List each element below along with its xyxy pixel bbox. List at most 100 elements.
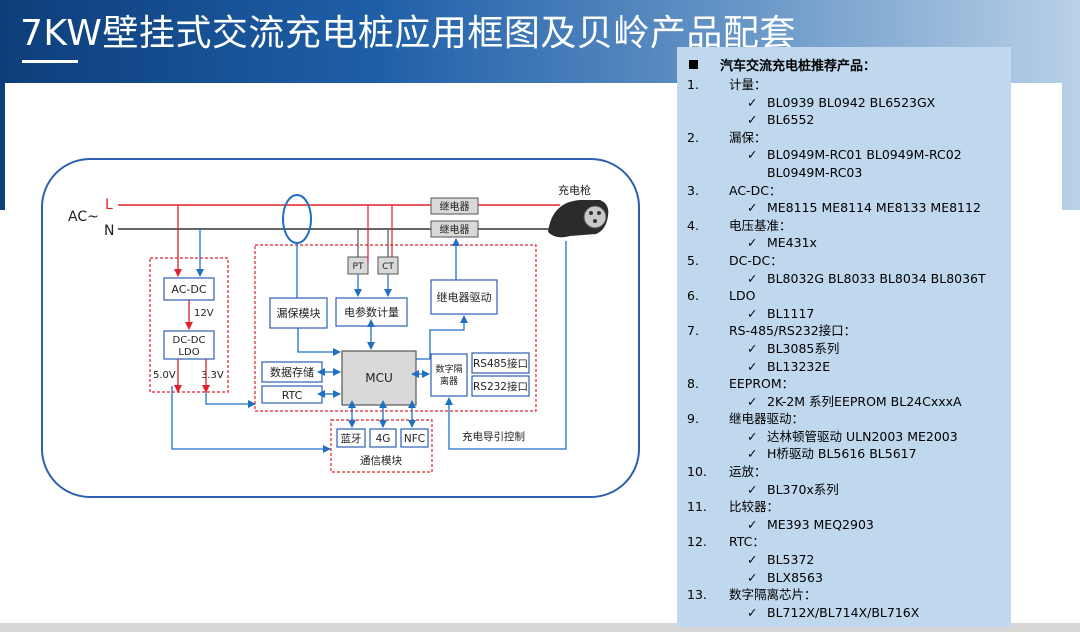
acdc-label: AC-DC xyxy=(171,283,206,296)
product-section: 1.计量： ✓ BL0939 BL0942 BL6523GX✓ BL6552 xyxy=(687,76,1007,129)
dcdc-label: DC-DC xyxy=(173,335,206,346)
product-section: 7.RS-485/RS232接口：✓BL3085系列✓BL13232E xyxy=(687,322,1007,375)
product-name: BL0939 BL0942 BL6523GX xyxy=(767,94,936,110)
check-icon: ✓ xyxy=(747,200,758,216)
section-header: 10. 运放： xyxy=(687,463,1007,481)
pilot-control-wire xyxy=(445,241,567,450)
product-item: ✓BL370x系列 xyxy=(687,481,1007,499)
product-name: BL0949M-RC01 BL0949M-RC02 BL0949M-RC03 xyxy=(767,147,962,180)
product-name: ME8115 ME8114 ME8133 ME8112 xyxy=(767,200,981,216)
mcu-label: MCU xyxy=(365,371,393,385)
check-icon: ✓ xyxy=(747,235,758,251)
product-item: ✓BL712X/BL714X/BL716X xyxy=(687,604,1007,622)
product-item: ✓ BL0949M-RC01 BL0949M-RC02 BL0949M-RC03 xyxy=(687,146,1007,181)
bluetooth-block xyxy=(336,428,366,448)
g4-label: 4G xyxy=(376,433,391,445)
power-supply-group xyxy=(149,257,229,393)
product-section: 6.LDO✓ BL1117 xyxy=(687,287,1007,322)
section-name: 继电器驱动： xyxy=(729,411,805,427)
product-name: BL5372 xyxy=(767,552,815,568)
product-section: 3.AC-DC：✓ME8115 ME8114 ME8133 ME8112 xyxy=(687,182,1007,217)
product-name: H桥驱动 BL5616 BL5617 xyxy=(767,446,917,462)
product-section: 4.电压基准：✓ ME431x xyxy=(687,217,1007,252)
isolation-block xyxy=(430,353,468,397)
section-number: 7. xyxy=(687,323,699,339)
product-name: BL370x系列 xyxy=(767,481,839,497)
square-bullet-icon xyxy=(689,60,698,69)
product-item: ✓BL3085系列 xyxy=(687,340,1007,358)
product-item: ✓ 达林顿管驱动 ULN2003 ME2003 xyxy=(687,428,1007,446)
product-item: ✓ H桥驱动 BL5616 BL5617 xyxy=(687,445,1007,463)
section-number: 10. xyxy=(687,464,707,480)
line-l-label: L xyxy=(105,197,113,213)
section-number: 9. xyxy=(687,411,699,427)
section-number: 4. xyxy=(687,217,699,233)
section-header: 1.计量： xyxy=(687,76,1007,94)
product-section: 8.EEPROM：✓2K-2M 系列EEPROM BL24CxxxA xyxy=(687,375,1007,410)
section-name: RTC： xyxy=(729,534,765,550)
product-item: ✓ BL1117 xyxy=(687,305,1007,323)
section-header: 5. DC-DC： xyxy=(687,252,1007,270)
relay-1-label: 继电器 xyxy=(440,200,470,213)
check-icon: ✓ xyxy=(747,305,758,321)
leakage-ct-ring xyxy=(282,194,312,244)
check-icon: ✓ xyxy=(747,552,758,568)
pilot-control-label: 充电导引控制 xyxy=(462,430,525,443)
product-name: ME431x xyxy=(767,235,817,251)
product-name: BL13232E xyxy=(767,358,831,374)
check-icon: ✓ xyxy=(747,428,758,444)
check-icon: ✓ xyxy=(747,147,758,163)
product-name: BL1117 xyxy=(767,305,815,321)
v5-to-comm-wire xyxy=(171,386,331,453)
recommended-products-panel: 汽车交流充电桩推荐产品： 1.计量： ✓ BL0939 BL0942 BL6523G… xyxy=(677,47,1011,627)
leakage-to-mcu-wire xyxy=(297,328,341,356)
v12-label: 12V xyxy=(194,308,214,319)
charging-gun-label: 充电枪 xyxy=(558,183,591,197)
section-header: 2. 漏保： xyxy=(687,129,1007,147)
product-name: ME393 MEQ2903 xyxy=(767,516,874,532)
product-item: ✓ BL5372 xyxy=(687,551,1007,569)
product-item: ✓ BL6552 xyxy=(687,111,1007,129)
section-header: 6.LDO xyxy=(687,287,1007,305)
bluetooth-label: 蓝牙 xyxy=(341,433,362,445)
section-name: 运放： xyxy=(729,464,767,480)
section-header: 7.RS-485/RS232接口： xyxy=(687,322,1007,340)
rs232-block xyxy=(471,375,530,397)
check-icon: ✓ xyxy=(747,604,758,620)
product-section: 12.RTC：✓BL5372✓BLX8563 xyxy=(687,533,1007,586)
section-name: EEPROM： xyxy=(729,376,795,392)
g4-block xyxy=(369,428,397,448)
section-name: 漏保： xyxy=(729,129,767,145)
section-name: DC-DC： xyxy=(729,252,783,268)
relay-driver-block xyxy=(430,279,498,315)
section-header: 4.电压基准： xyxy=(687,217,1007,235)
section-name: AC-DC： xyxy=(729,182,782,198)
storage-label: 数据存储 xyxy=(270,365,314,379)
section-header: 13.数字隔离芯片： xyxy=(687,586,1007,604)
check-icon: ✓ xyxy=(747,569,758,585)
check-icon: ✓ xyxy=(747,446,758,462)
product-item: ✓BL13232E xyxy=(687,358,1007,376)
check-icon: ✓ xyxy=(747,112,758,128)
product-item: ✓BLX8563 xyxy=(687,569,1007,587)
check-icon: ✓ xyxy=(747,393,758,409)
product-section: 5.DC-DC：✓BL8032G BL8033 BL8034 BL8036T xyxy=(687,252,1007,287)
v33-to-control-wire xyxy=(205,392,256,408)
rs232-label: RS232接口 xyxy=(473,380,528,393)
section-number: 11. xyxy=(687,499,707,515)
section-name: 数字隔离芯片： xyxy=(729,587,817,603)
leakage-module xyxy=(269,297,328,329)
product-name: 2K-2M 系列EEPROM BL24CxxxA xyxy=(767,393,962,409)
panel-title: 汽车交流充电桩推荐产品： xyxy=(689,55,876,74)
pt-label: PT xyxy=(353,262,364,272)
product-name: 达林顿管驱动 ULN2003 ME2003 xyxy=(767,428,958,444)
footer-bar xyxy=(0,623,1080,632)
product-name: BL6552 xyxy=(767,112,815,128)
section-number: 2. xyxy=(687,129,699,145)
panel-title-text: 汽车交流充电桩推荐产品： xyxy=(720,59,877,74)
rs485-label: RS485接口 xyxy=(473,357,528,370)
product-item: ✓ 2K-2M 系列EEPROM BL24CxxxA xyxy=(687,393,1007,411)
section-number: 5. xyxy=(687,252,699,268)
check-icon: ✓ xyxy=(747,516,758,532)
